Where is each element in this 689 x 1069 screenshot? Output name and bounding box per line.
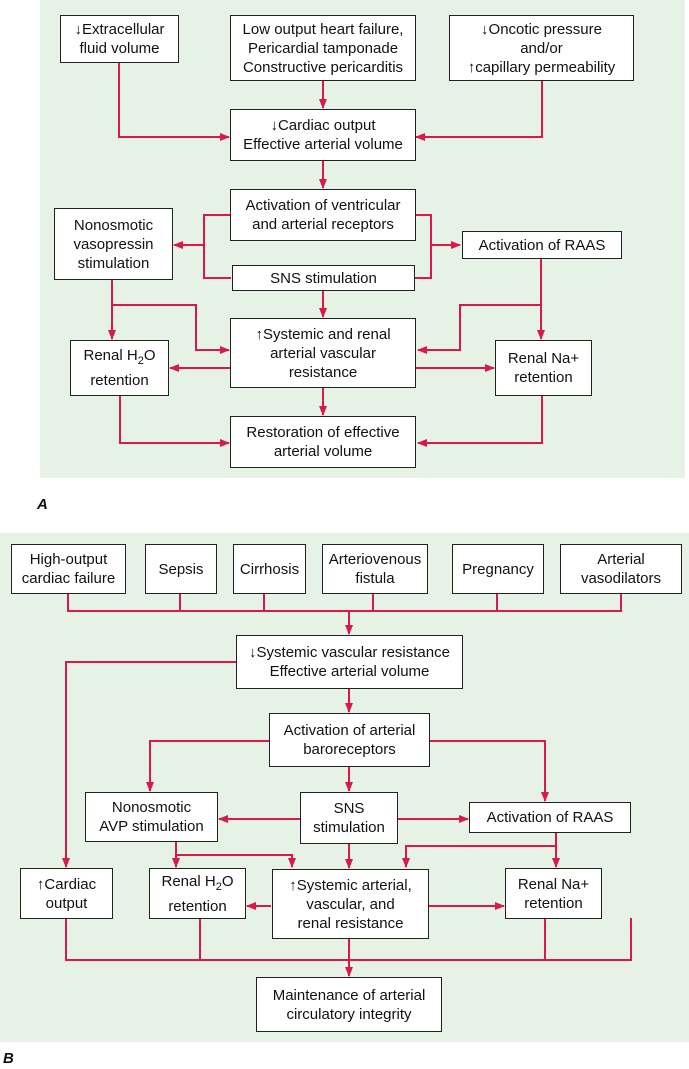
box-renal-water-retention: Renal H2O retention — [70, 340, 169, 396]
box-systemic-renal-resistance: ↑Systemic and renal arterial vascular re… — [230, 318, 416, 388]
box-systemic-arterial-resistance: ↑Systemic arterial, vascular, and renal … — [272, 869, 429, 939]
arrow-water-to-restoration — [119, 396, 230, 447]
box-nonosmotic-vasopressin: Nonosmotic vasopressin stimulation — [54, 208, 173, 280]
box-cirrhosis: Cirrhosis — [233, 544, 306, 594]
line-receptors-sns-right-bracket — [415, 214, 432, 279]
box-cardiac-output-decrease: ↓Cardiac output Effective arterial volum… — [230, 109, 416, 161]
arrow-raas-to-resistance — [417, 304, 541, 354]
box-restoration-arterial-volume: Restoration of effective arterial volume — [230, 416, 416, 468]
line-receptors-sns-left-bracket — [203, 214, 231, 279]
box-raas-activation-b: Activation of RAAS — [469, 802, 631, 833]
arrow-svr-to-cardiac-output — [62, 661, 236, 868]
box-low-output-heart-failure: Low output heart failure, Pericardial ta… — [230, 15, 416, 81]
box-baroreceptor-activation: Activation of arterial baroreceptors — [269, 713, 430, 767]
box-arterial-circulatory-integrity: Maintenance of arterial circulatory inte… — [256, 977, 442, 1032]
box-nonosmotic-avp: Nonosmotic AVP stimulation — [85, 792, 218, 842]
box-extracellular-fluid-volume: ↓Extracellular fluid volume — [60, 15, 179, 63]
box-arteriovenous-fistula: Arteriovenous fistula — [322, 544, 428, 594]
panel-a-label: A — [37, 496, 48, 513]
box-sns-stimulation-b: SNS stimulation — [300, 792, 398, 844]
arrow-raas-to-resistance — [402, 845, 556, 868]
box-receptor-activation: Activation of ventricular and arterial r… — [230, 189, 416, 241]
box-raas-activation: Activation of RAAS — [462, 231, 622, 259]
box-renal-sodium-retention-b: Renal Na+ retention — [505, 868, 602, 919]
box-systemic-vascular-resistance: ↓Systemic vascular resistance Effective … — [236, 635, 463, 689]
box-sepsis: Sepsis — [145, 544, 217, 594]
arrow-sodium-to-restoration — [417, 396, 543, 447]
box-renal-water-retention-b: Renal H2O retention — [149, 868, 246, 919]
box-pregnancy: Pregnancy — [452, 544, 544, 594]
box-arterial-vasodilators: Arterial vasodilators — [560, 544, 682, 594]
box-oncotic-pressure: ↓Oncotic pressure and/or ↑capillary perm… — [449, 15, 634, 81]
panel-b-label: B — [3, 1050, 14, 1067]
arrow-baroreceptors-to-avp — [146, 740, 269, 792]
arrow-avp-to-resistance — [176, 854, 296, 868]
box-cardiac-output-increase: ↑Cardiac output — [20, 868, 113, 919]
arrow-oncotic-to-cardiac-output — [415, 80, 543, 141]
arrow-vasopressin-to-resistance — [112, 304, 230, 354]
box-high-output-cardiac-failure: High-output cardiac failure — [11, 544, 126, 594]
panel-b-background — [0, 533, 689, 1042]
arrow-ecf-to-cardiac-output — [118, 62, 230, 141]
box-renal-sodium-retention: Renal Na+ retention — [495, 340, 592, 396]
arrow-baroreceptors-to-raas — [430, 740, 549, 802]
line-causes-collector — [67, 593, 622, 612]
box-sns-stimulation: SNS stimulation — [232, 265, 415, 291]
